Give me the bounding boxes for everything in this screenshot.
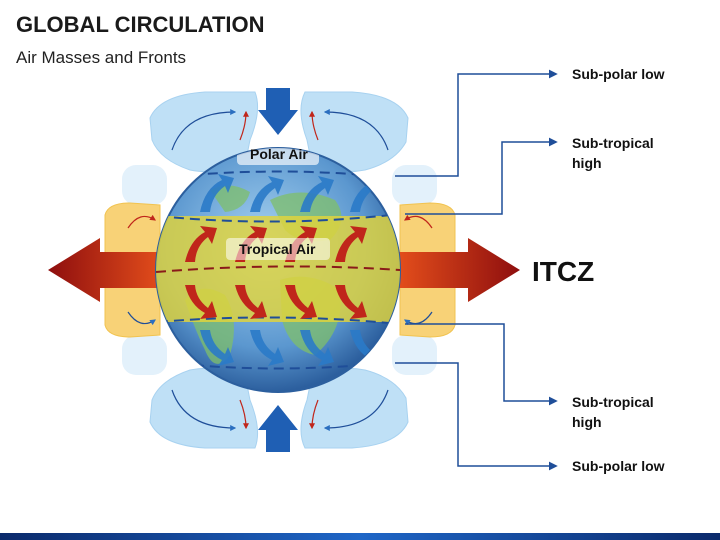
page-subtitle: Air Masses and Fronts [16, 48, 187, 67]
globe [155, 147, 401, 393]
polar-cells-south [149, 367, 409, 449]
itcz-label: ITCZ [532, 256, 595, 287]
footer-bar [0, 533, 720, 540]
mid-latitude-cells [122, 165, 437, 375]
polar-cells-north [149, 91, 409, 173]
polar-air-label: Polar Air [250, 146, 308, 162]
callout-top-subtropical-high: Sub-tropical high [572, 135, 654, 171]
callout-lines [395, 69, 558, 471]
callout-top-subpolar-low: Sub-polar low [572, 66, 665, 82]
callout-bottom-subpolar-low: Sub-polar low [572, 458, 665, 474]
pole-arrows [258, 88, 298, 452]
callout-bottom-subtropical-high: Sub-tropical high [572, 394, 654, 430]
page-title: GLOBAL CIRCULATION [16, 12, 265, 37]
itcz-arrows [48, 238, 520, 302]
tropical-air-label: Tropical Air [239, 241, 316, 257]
